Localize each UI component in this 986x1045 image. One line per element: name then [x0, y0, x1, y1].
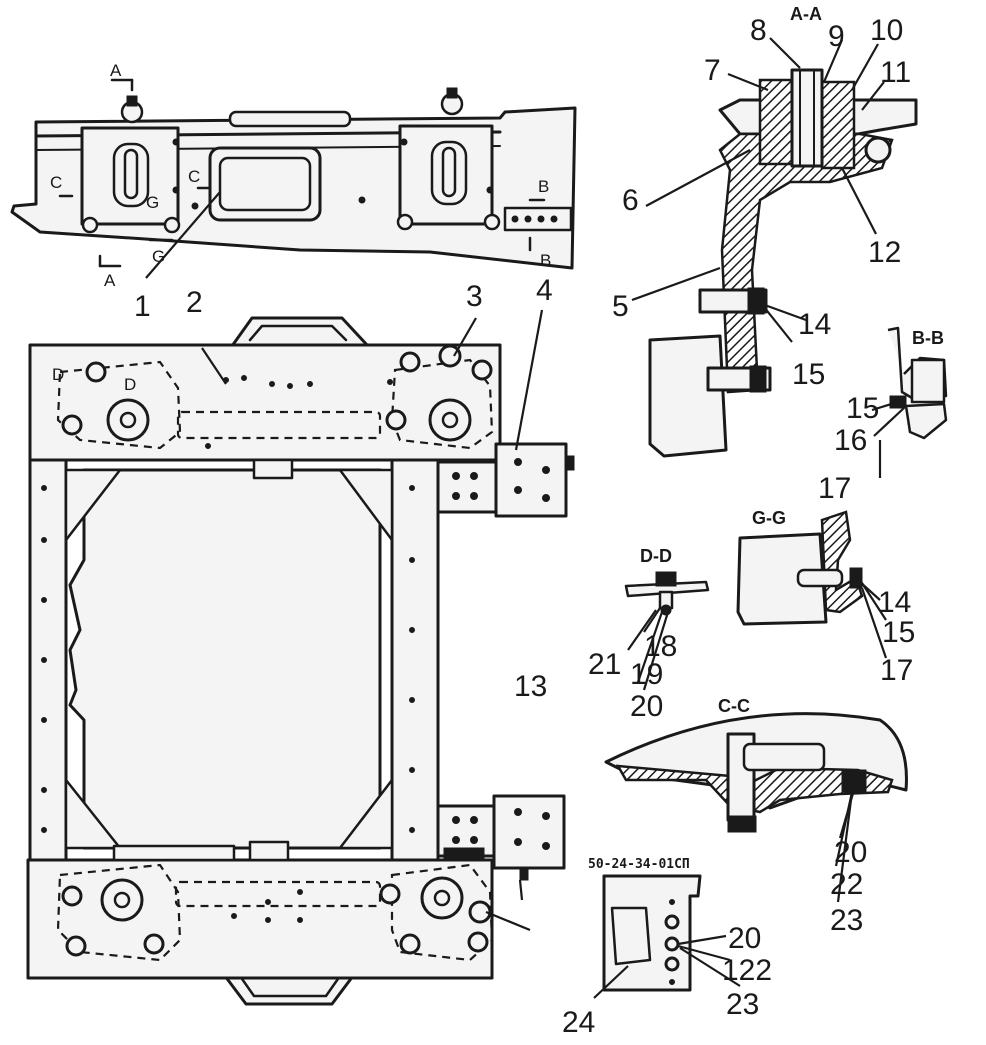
plan-view-frame: [26, 316, 575, 1006]
section-title-d-d: D-D: [640, 546, 672, 566]
callout-5: 5: [612, 290, 629, 323]
callout-17-gg: 17: [880, 654, 913, 687]
section-mark-a-top: A: [110, 61, 122, 80]
section-c-c-view: [604, 712, 908, 833]
callout-7: 7: [704, 54, 721, 87]
callout-23-det: 23: [726, 988, 759, 1021]
section-mark-d-right: D: [124, 375, 136, 394]
callout-10: 10: [870, 14, 903, 47]
callout-6: 6: [622, 184, 639, 217]
section-title-g-g: G-G: [752, 508, 786, 528]
section-mark-b-top: B: [538, 177, 549, 196]
callout-22-cc: 22: [830, 868, 863, 901]
section-title-c-c: C-C: [718, 696, 750, 716]
callout-18: 18: [644, 630, 677, 663]
section-a-a-view: [648, 68, 918, 458]
callout-20-cc: 20: [834, 836, 867, 869]
section-mark-a-bottom: A: [104, 271, 116, 290]
section-mark-g-mid: G: [146, 193, 159, 212]
callout-3: 3: [466, 280, 483, 313]
callout-12: 12: [868, 236, 901, 269]
callout-2: 2: [186, 286, 203, 319]
callout-15-top: 15: [792, 358, 825, 391]
section-title-b-b: B-B: [912, 328, 944, 348]
leader-lines: [145, 37, 905, 999]
section-mark-d-left: D: [52, 365, 64, 384]
section-mark-c-mid: C: [188, 167, 200, 186]
section-mark-b-bottom: B: [540, 251, 551, 270]
callout-1: 1: [134, 290, 151, 323]
callout-23-cc: 23: [830, 904, 863, 937]
detail-24-view: [602, 874, 702, 992]
callout-21: 21: [588, 648, 621, 681]
section-d-d-view: [624, 571, 710, 616]
callout-14-gg: 14: [878, 586, 911, 619]
callout-13: 13: [514, 670, 547, 703]
drawing-code-label: 50-24-34-01СП: [588, 857, 690, 872]
callout-19: 19: [630, 658, 663, 691]
callout-14-top: 14: [798, 308, 831, 341]
section-b-b-view: [887, 326, 948, 440]
callout-20-det: 20: [728, 922, 761, 955]
callout-11: 11: [880, 56, 911, 89]
section-mark-c-left: C: [50, 173, 62, 192]
callout-8: 8: [750, 14, 767, 47]
side-view-frame: [10, 78, 577, 270]
callout-15-gg: 15: [882, 616, 915, 649]
callout-17-bb: 17: [818, 472, 851, 505]
callout-20-dd: 20: [630, 690, 663, 723]
callout-24: 24: [562, 1006, 595, 1039]
callout-122: 122: [722, 954, 772, 987]
section-g-g-view: [736, 510, 864, 626]
section-mark-g-bottom: G: [152, 247, 165, 266]
callout-16: 16: [834, 424, 867, 457]
callout-9: 9: [828, 20, 845, 53]
callout-4: 4: [536, 274, 553, 307]
callout-15-bb: 15: [846, 392, 879, 425]
section-title-a-a: A-A: [790, 4, 822, 24]
